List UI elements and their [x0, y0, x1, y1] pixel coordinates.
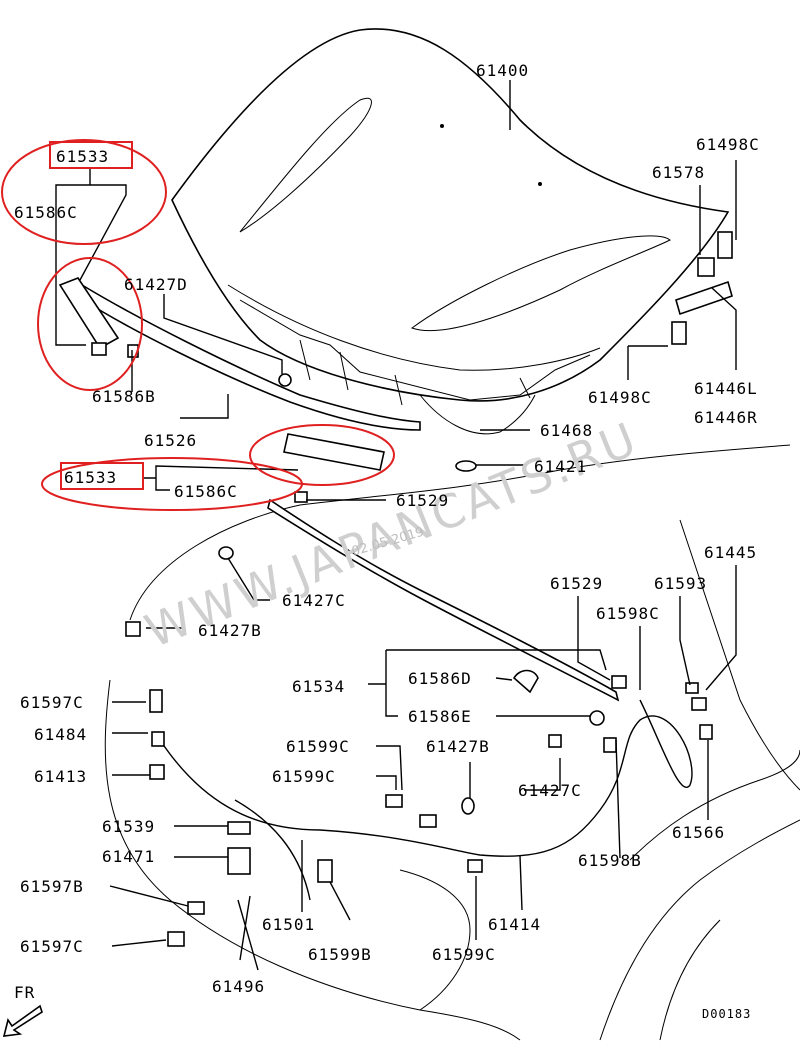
label-61446L: 61446L [694, 379, 758, 398]
label-61586C-lower: 61586C [174, 482, 238, 501]
label-61496: 61496 [212, 977, 265, 996]
label-61498C-upper: 61498C [696, 135, 760, 154]
label-61414: 61414 [488, 915, 541, 934]
label-61498C-lower: 61498C [588, 388, 652, 407]
label-61598C: 61598C [596, 604, 660, 623]
label-61597B: 61597B [20, 877, 84, 896]
label-61529-lower: 61529 [550, 574, 603, 593]
label-61427D: 61427D [124, 275, 188, 294]
label-61599B: 61599B [308, 945, 372, 964]
label-61586E: 61586E [408, 707, 472, 726]
weatherstrip-rear [79, 283, 421, 431]
label-61586B: 61586B [92, 387, 156, 406]
label-61501: 61501 [262, 915, 315, 934]
label-61539: 61539 [102, 817, 155, 836]
label-61534: 61534 [292, 677, 345, 696]
label-61586C-upper: 61586C [14, 203, 78, 222]
label-61599C-c: 61599C [432, 945, 496, 964]
label-61586D: 61586D [408, 669, 472, 688]
label-61593: 61593 [654, 574, 707, 593]
label-61427C-upper: 61427C [282, 591, 346, 610]
hood-panel [171, 28, 730, 435]
label-61533-upper: 61533 [56, 147, 109, 166]
label-61421: 61421 [534, 457, 587, 476]
front-direction-arrow: FR [2, 983, 43, 1037]
body-lines [104, 444, 800, 1041]
label-61427B-upper: 61427B [198, 621, 262, 640]
label-61468: 61468 [540, 421, 593, 440]
side-strip-left [58, 277, 120, 350]
label-61533-lower: 61533 [64, 468, 117, 487]
label-61529-upper: 61529 [396, 491, 449, 510]
label-61598B: 61598B [578, 851, 642, 870]
part-labels: 61400 61533 61586C 61427D 61586B 61526 6… [14, 61, 760, 996]
small-parts [91, 231, 733, 947]
label-61427B-lower: 61427B [426, 737, 490, 756]
label-61599C-b: 61599C [272, 767, 336, 786]
label-61597C-lower: 61597C [20, 937, 84, 956]
label-61599C-a: 61599C [286, 737, 350, 756]
front-strip [283, 433, 385, 471]
label-61427C-lower: 61427C [518, 781, 582, 800]
label-61566: 61566 [672, 823, 725, 842]
label-61445: 61445 [704, 543, 757, 562]
label-61400: 61400 [476, 61, 529, 80]
highlight-marks [1, 139, 395, 511]
release-cable [159, 699, 693, 857]
label-61526: 61526 [144, 431, 197, 450]
label-61597C-upper: 61597C [20, 693, 84, 712]
label-61484: 61484 [34, 725, 87, 744]
label-61413: 61413 [34, 767, 87, 786]
label-61471: 61471 [102, 847, 155, 866]
fr-label: FR [14, 983, 35, 1002]
label-61578: 61578 [652, 163, 705, 182]
diagram-code: D00183 [702, 1007, 751, 1021]
label-61446R: 61446R [694, 408, 758, 427]
leader-lines [55, 80, 737, 971]
